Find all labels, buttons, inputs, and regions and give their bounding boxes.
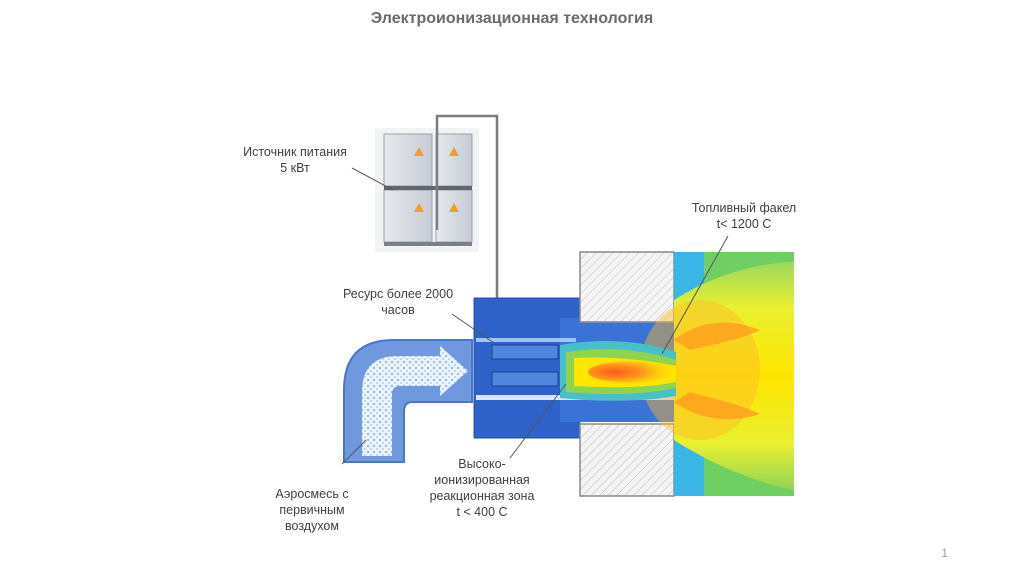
wall-lower [579, 423, 675, 497]
aeromix-duct [343, 339, 473, 463]
page-number: 1 [941, 546, 948, 560]
power-cabinet-image [375, 128, 479, 252]
callout-line-power [351, 167, 394, 191]
callout-line-aeromix [341, 439, 367, 465]
fuel-torch-field [640, 252, 794, 496]
label-resource: Ресурс более 2000 часов [342, 287, 454, 317]
wall-upper [579, 251, 675, 323]
callout-line-zone [509, 383, 567, 459]
label-ionized-zone: Высоко- ионизированная реакционная зона … [429, 457, 535, 519]
label-fuel-torch: Топливный факел t< 1200 С [691, 201, 797, 231]
power-cable [435, 114, 499, 350]
callout-line-torch [661, 235, 729, 355]
reaction-zone-flame [560, 340, 676, 401]
label-aeromix: Аэросмесь с первичным воздухом [275, 487, 349, 533]
slide-title: Электроионизационная технология [370, 10, 654, 27]
callout-line-resource [451, 313, 495, 344]
label-power-source: Источник питания 5 кВт [243, 145, 347, 175]
